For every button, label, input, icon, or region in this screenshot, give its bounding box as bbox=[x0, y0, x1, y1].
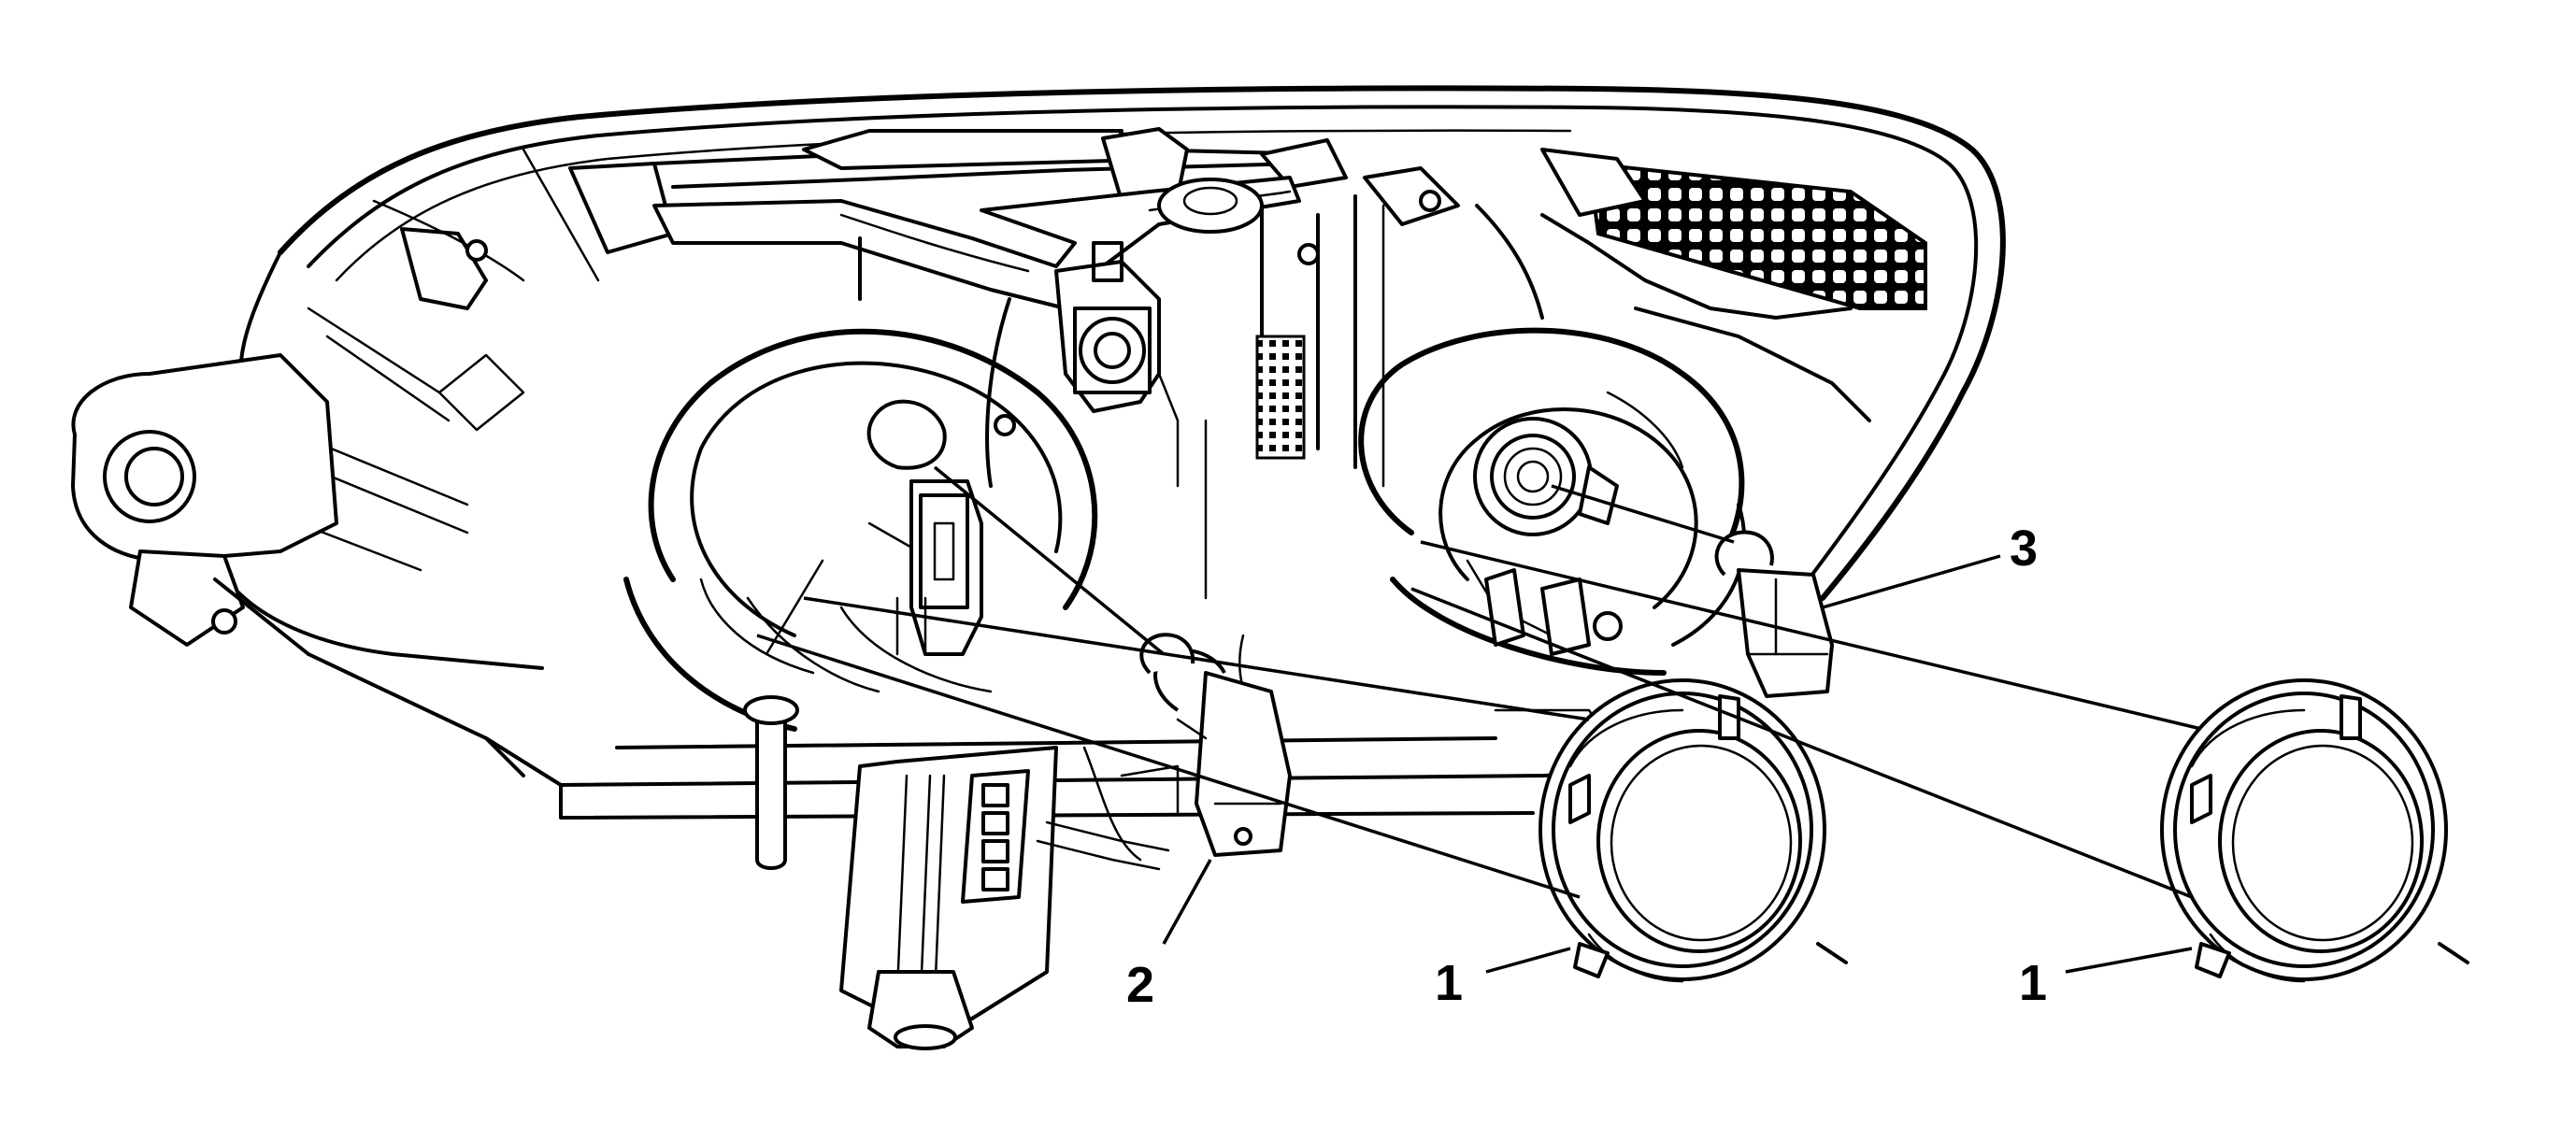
high-beam-bulb-opening bbox=[1358, 327, 1747, 676]
callout-leaders bbox=[1162, 554, 2193, 974]
callout-label-low-beam-bulb: 2 bbox=[1126, 957, 1154, 1013]
left-bulb-cap bbox=[1538, 678, 1848, 983]
callout-label-high-beam-bulb: 3 bbox=[2010, 521, 2038, 577]
exploded-view-lines bbox=[756, 465, 2202, 899]
low-beam-bulb bbox=[1139, 633, 1292, 857]
headlamp-housing bbox=[208, 85, 2006, 820]
callout-label-left-cap: 1 bbox=[1435, 955, 1463, 1011]
left-mounting-tab bbox=[71, 353, 338, 656]
lower-connector-and-wiring bbox=[743, 634, 1273, 1050]
callout-label-right-cap: 1 bbox=[2019, 955, 2047, 1011]
high-beam-bulb bbox=[1714, 530, 1834, 698]
right-bulb-cap bbox=[2160, 678, 2469, 983]
low-beam-bulb-opening bbox=[623, 328, 1098, 732]
